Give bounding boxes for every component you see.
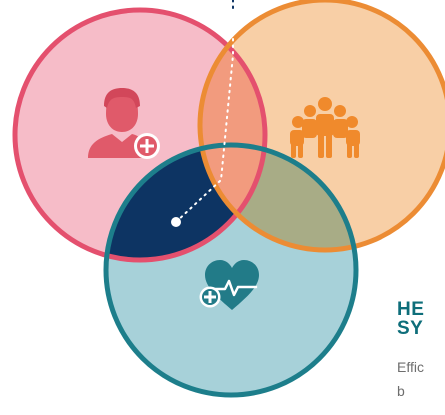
pointer-dot xyxy=(171,217,181,227)
orange-circle-outline xyxy=(197,0,445,253)
pink-teal-overlap xyxy=(106,145,265,260)
orange-teal-overlap xyxy=(200,145,356,250)
doctor-plus-icon xyxy=(88,88,160,159)
section-heading: HE SY xyxy=(397,300,445,338)
section-heading-line-1: HE xyxy=(397,299,425,320)
section-body-line-2: b xyxy=(397,383,405,399)
teal-circle-outline xyxy=(103,142,359,398)
section-heading-line-2: SY xyxy=(397,318,424,339)
heart-pulse-plus-icon xyxy=(199,260,259,310)
pink-circle-outline xyxy=(12,7,268,263)
pointer-dotted-line xyxy=(175,0,234,223)
group-icon xyxy=(290,97,360,158)
section-body-text: Effic b xyxy=(397,355,445,403)
section-body-line-1: Effic xyxy=(397,359,424,375)
